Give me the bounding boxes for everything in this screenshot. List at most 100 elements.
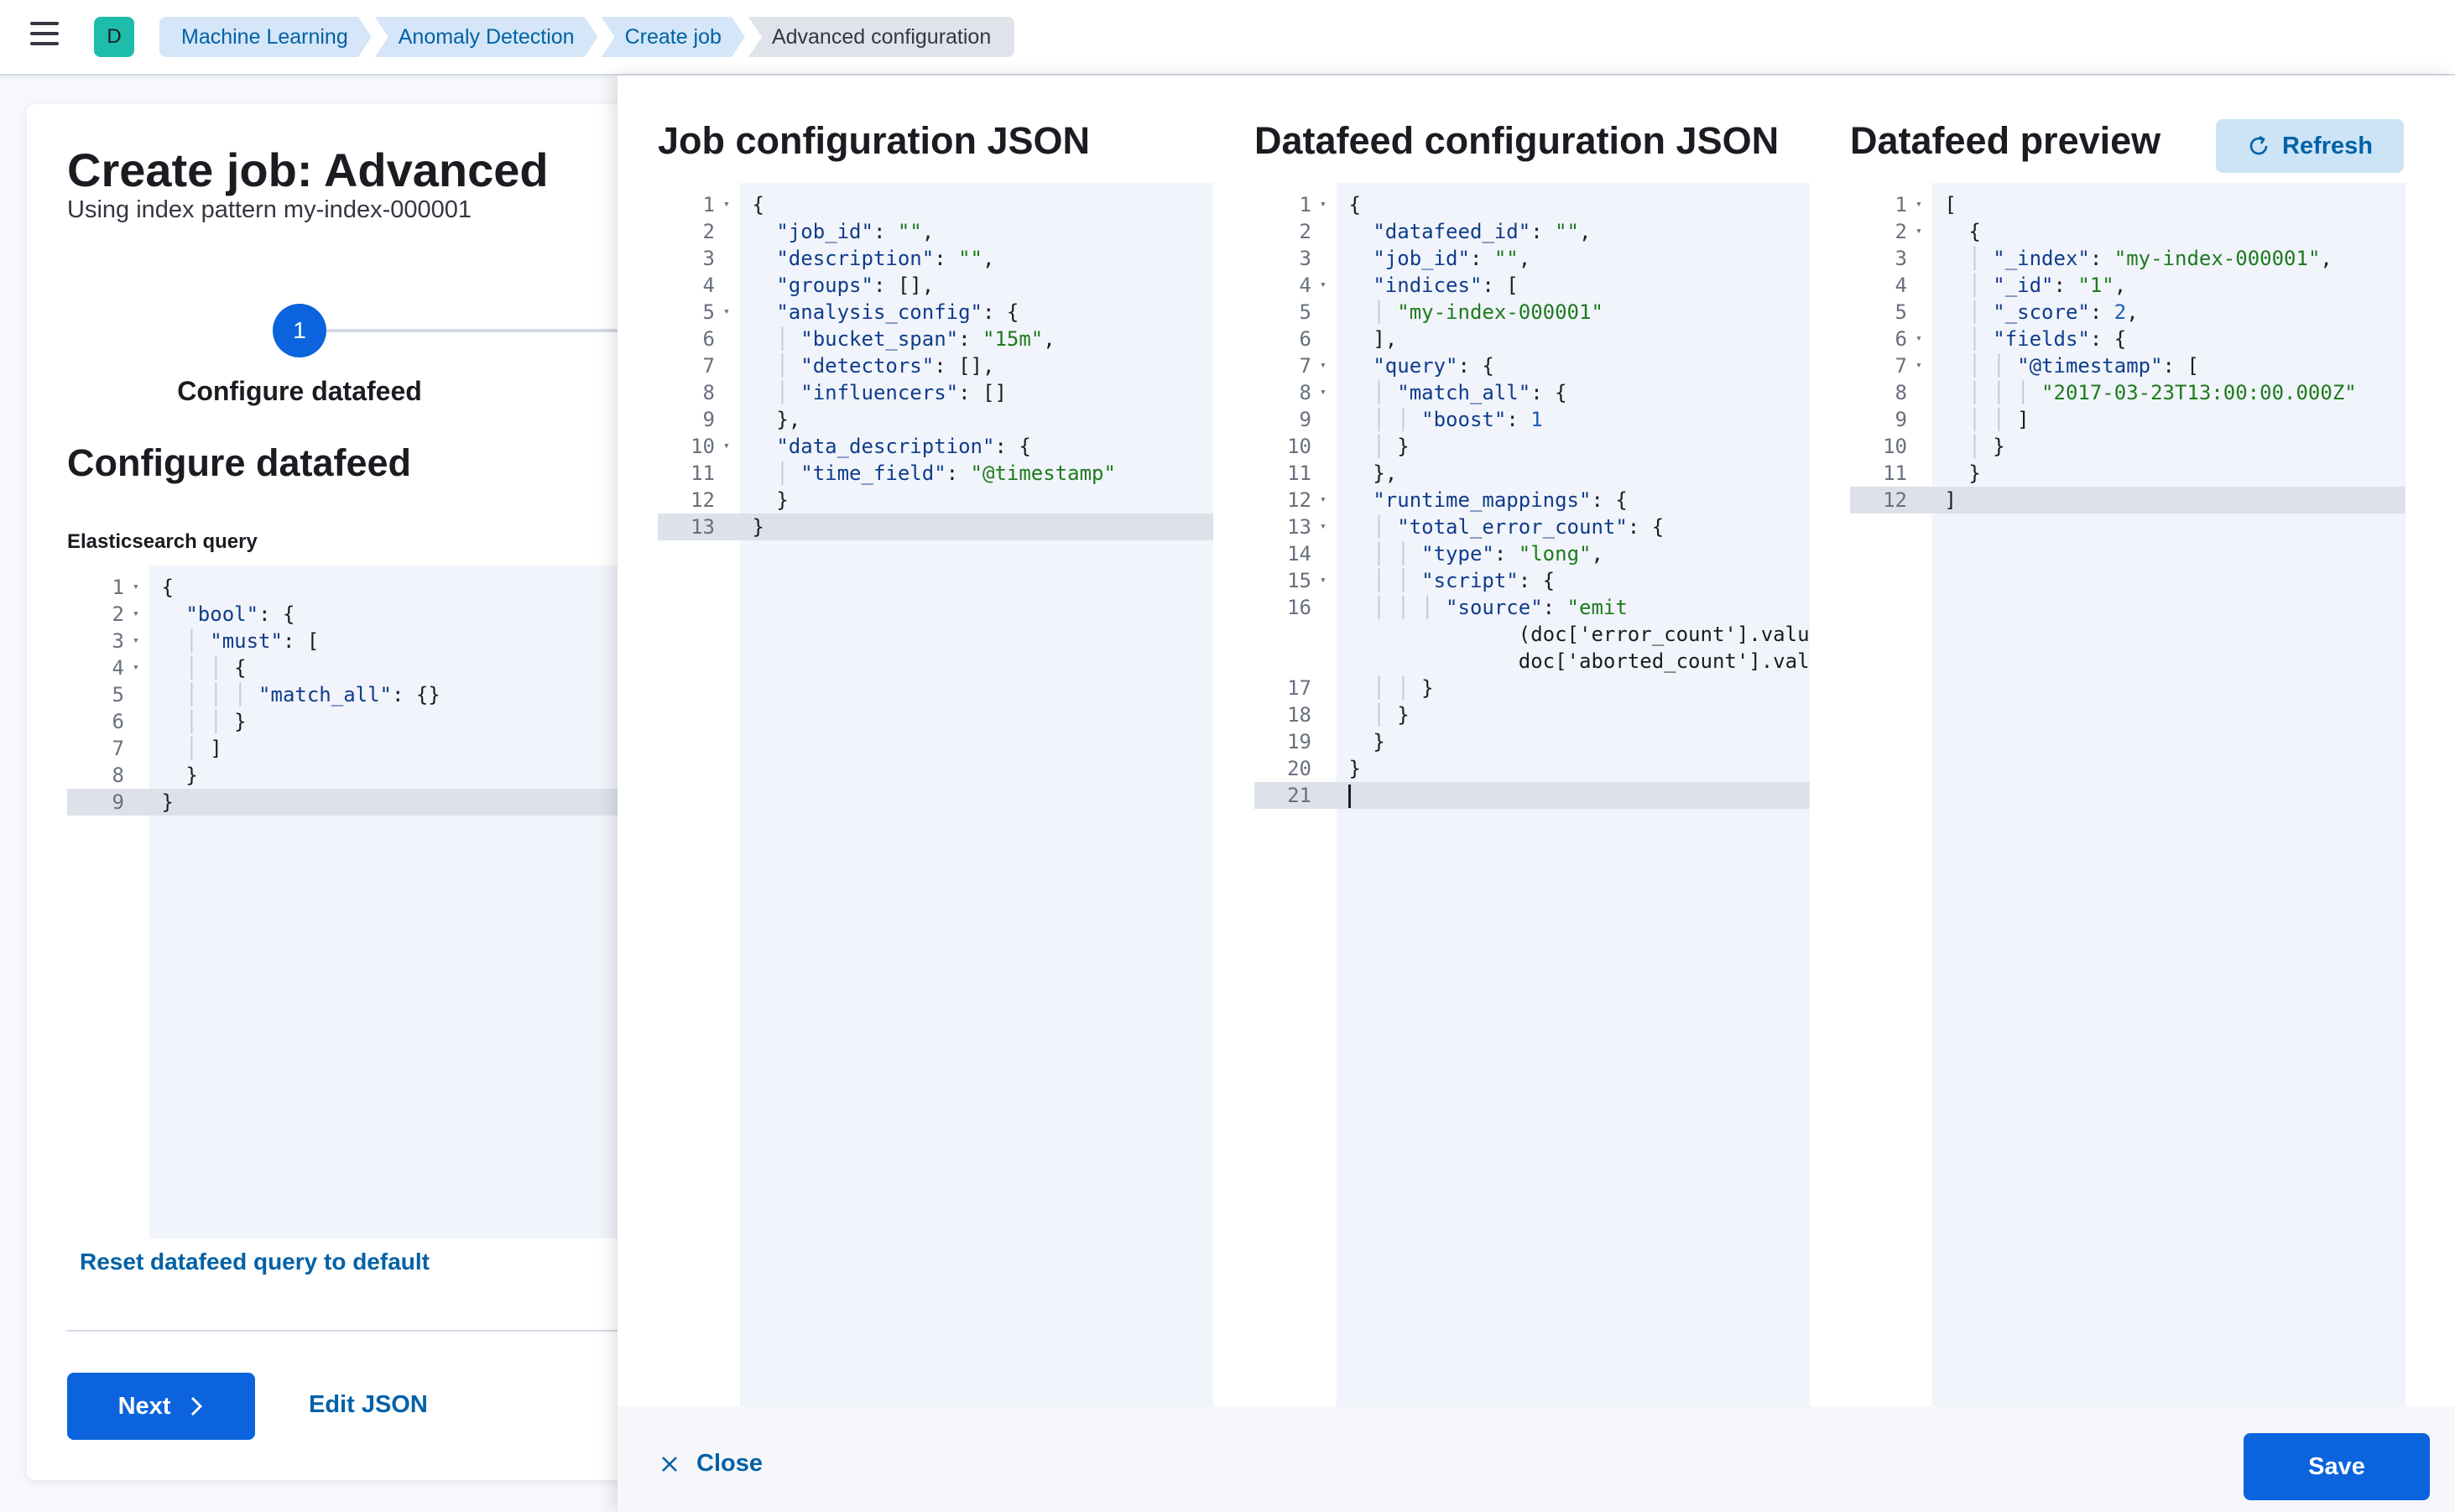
json-key: "@timestamp" bbox=[2017, 354, 2163, 378]
fold-caret-icon[interactable]: ▾ bbox=[723, 305, 730, 318]
json-key: "job_id" bbox=[776, 220, 873, 243]
fold-caret-icon[interactable]: ▾ bbox=[1320, 574, 1327, 587]
fold-caret-icon[interactable]: ▾ bbox=[133, 634, 139, 647]
json-key: "script" bbox=[1421, 569, 1519, 592]
line-number: 7 bbox=[1895, 354, 1907, 378]
json-punct: : bbox=[1591, 488, 1603, 512]
hamburger-menu-icon[interactable] bbox=[30, 22, 64, 52]
code-text: │ "detectors": [], bbox=[740, 352, 994, 379]
line-number: 2 bbox=[702, 220, 715, 243]
json-string: "@timestamp" bbox=[970, 461, 1116, 485]
fold-caret-icon[interactable]: ▾ bbox=[1916, 198, 1922, 211]
reset-datafeed-query-link[interactable]: Reset datafeed query to default bbox=[80, 1249, 430, 1275]
json-string: "my-index-000001" bbox=[2114, 247, 2321, 270]
fold-caret-icon[interactable]: ▾ bbox=[1320, 359, 1327, 372]
code-text: │ │ ] bbox=[1932, 406, 2029, 433]
code-text: │ "fields": { bbox=[1932, 326, 2126, 352]
datafeed-preview-editor[interactable]: 1▾ [2▾ {3 │ "_index": "my-index-000001",… bbox=[1850, 183, 2405, 1482]
line-number: 3 bbox=[112, 629, 124, 653]
fold-caret-icon[interactable]: ▾ bbox=[133, 607, 139, 620]
indent-guide: │ │ bbox=[1337, 676, 1422, 700]
json-key: "boost" bbox=[1421, 408, 1507, 431]
breadcrumb-create-job[interactable]: Create job bbox=[602, 17, 745, 57]
json-punct: [] bbox=[970, 381, 1007, 404]
code-line: doc['aborted_count'].value)" bbox=[1254, 648, 1810, 675]
code-line: 21 bbox=[1254, 782, 1810, 809]
fold-caret-icon[interactable]: ▾ bbox=[1320, 493, 1327, 506]
indent-guide: │ │ bbox=[1337, 569, 1422, 592]
datafeed-preview-title: Datafeed preview bbox=[1850, 119, 2161, 162]
code-text: "data_description": { bbox=[740, 433, 1030, 460]
indent-guide: │ bbox=[740, 381, 801, 404]
job-config-title: Job configuration JSON bbox=[658, 119, 1091, 162]
indent-guide bbox=[1337, 247, 1373, 270]
json-punct bbox=[2102, 247, 2114, 270]
fold-caret-icon[interactable]: ▾ bbox=[1320, 198, 1327, 211]
json-punct: , bbox=[1043, 327, 1055, 351]
fold-caret-icon[interactable]: ▾ bbox=[723, 440, 730, 452]
json-punct: }, bbox=[1373, 461, 1398, 485]
json-punct: } bbox=[1993, 435, 2005, 458]
code-text: "indices": [ bbox=[1337, 272, 1518, 299]
indent-guide bbox=[740, 488, 776, 512]
code-line: 20 } bbox=[1254, 755, 1810, 782]
fold-caret-icon[interactable]: ▾ bbox=[1916, 225, 1922, 237]
top-header: D Machine Learning Anomaly Detection Cre… bbox=[0, 0, 2455, 76]
line-number: 7 bbox=[112, 737, 124, 760]
code-text: ], bbox=[1337, 326, 1397, 352]
edit-json-flyout: Job configuration JSON Datafeed configur… bbox=[618, 76, 2455, 1512]
code-line: 5 │ "my-index-000001" bbox=[1254, 299, 1810, 326]
next-button[interactable]: Next bbox=[67, 1373, 255, 1440]
json-punct bbox=[946, 247, 958, 270]
elasticsearch-query-editor[interactable]: 1▾ {2▾ "bool": {3▾ │ "must": [4▾ │ │ {5 … bbox=[67, 566, 648, 1238]
json-punct: } bbox=[1373, 730, 1385, 753]
indent-guide: │ bbox=[1932, 274, 1994, 297]
code-text: │ "time_field": "@timestamp" bbox=[740, 460, 1116, 487]
breadcrumb-machine-learning[interactable]: Machine Learning bbox=[159, 17, 372, 57]
editor-lines: 1▾ {2 "job_id": "",3 "description": "",4… bbox=[658, 191, 1213, 540]
datafeed-config-title: Datafeed configuration JSON bbox=[1254, 119, 1780, 162]
step-number-badge[interactable]: 1 bbox=[273, 304, 326, 357]
indent-guide: │ bbox=[1932, 435, 1994, 458]
space-avatar[interactable]: D bbox=[94, 17, 134, 57]
code-text: │ } bbox=[1932, 433, 2005, 460]
json-string: "" bbox=[958, 247, 983, 270]
code-text: │ } bbox=[1337, 433, 1409, 460]
fold-caret-icon[interactable]: ▾ bbox=[723, 198, 730, 211]
line-number: 18 bbox=[1287, 703, 1311, 727]
fold-caret-icon[interactable]: ▾ bbox=[1916, 332, 1922, 345]
code-line: 12 ] bbox=[1850, 487, 2405, 514]
fold-caret-icon[interactable]: ▾ bbox=[1320, 520, 1327, 533]
indent-guide: │ │ bbox=[1337, 408, 1422, 431]
save-button[interactable]: Save bbox=[2244, 1433, 2430, 1500]
editor-lines: 1▾ [2▾ {3 │ "_index": "my-index-000001",… bbox=[1850, 191, 2405, 514]
indent-guide bbox=[740, 515, 752, 539]
fold-caret-icon[interactable]: ▾ bbox=[1916, 359, 1922, 372]
code-line: 7 │ "detectors": [], bbox=[658, 352, 1213, 379]
code-text: │ │ "@timestamp": [ bbox=[1932, 352, 2199, 379]
indent-guide: │ bbox=[1337, 435, 1398, 458]
json-key: "match_all" bbox=[258, 683, 392, 706]
next-button-label: Next bbox=[117, 1392, 171, 1420]
refresh-button[interactable]: Refresh bbox=[2216, 119, 2404, 173]
job-config-editor[interactable]: 1▾ {2 "job_id": "",3 "description": "",4… bbox=[658, 183, 1213, 1482]
fold-caret-icon[interactable]: ▾ bbox=[133, 581, 139, 593]
edit-json-link[interactable]: Edit JSON bbox=[309, 1391, 428, 1418]
fold-caret-icon[interactable]: ▾ bbox=[133, 661, 139, 674]
json-key: "must" bbox=[210, 629, 283, 653]
json-punct: { bbox=[2102, 327, 2127, 351]
datafeed-config-editor[interactable]: 1▾ {2 "datafeed_id": "",3 "job_id": "",4… bbox=[1254, 183, 1810, 1482]
line-number: 4 bbox=[702, 274, 715, 297]
line-number: 8 bbox=[1895, 381, 1907, 404]
code-line: 6 ], bbox=[1254, 326, 1810, 352]
code-line: (doc['error_count'].value + bbox=[1254, 621, 1810, 648]
fold-caret-icon[interactable]: ▾ bbox=[1320, 386, 1327, 399]
close-button[interactable]: Close bbox=[659, 1450, 763, 1478]
line-number: 9 bbox=[1895, 408, 1907, 431]
indent-guide bbox=[1932, 488, 1944, 512]
json-key: "data_description" bbox=[776, 435, 995, 458]
fold-caret-icon[interactable]: ▾ bbox=[1320, 279, 1327, 291]
json-key: "_id" bbox=[1993, 274, 2054, 297]
breadcrumb-anomaly-detection[interactable]: Anomaly Detection bbox=[375, 17, 598, 57]
line-number: 12 bbox=[1287, 488, 1311, 512]
